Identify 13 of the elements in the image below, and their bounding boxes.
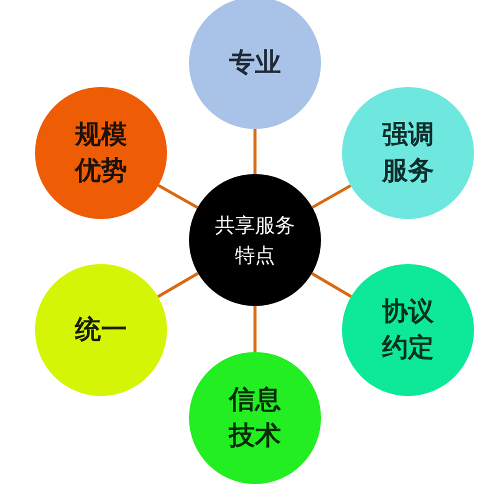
circle-label: 统一 xyxy=(74,314,128,347)
connector-line xyxy=(254,306,256,352)
circle-label: 协议约定 xyxy=(380,296,435,365)
connector-line xyxy=(312,184,352,209)
connector-line xyxy=(157,272,199,298)
circle-label: 规模优势 xyxy=(73,119,128,188)
circle-label: 共享服务特点 xyxy=(214,212,296,269)
connector-line xyxy=(254,129,256,174)
connector-line xyxy=(158,184,198,209)
circle-label: 专业 xyxy=(228,47,282,80)
connector-line xyxy=(311,272,352,298)
circle-label: 强调服务 xyxy=(380,119,435,188)
circle-label: 信息技术 xyxy=(227,384,282,453)
